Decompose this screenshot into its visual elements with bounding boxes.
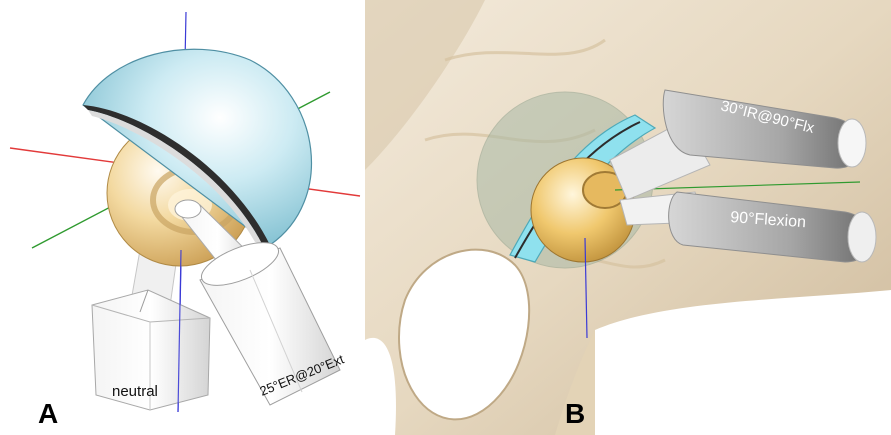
neck-trunnion bbox=[175, 200, 201, 218]
neutral-label: neutral bbox=[112, 383, 158, 400]
panel-a-letter: A bbox=[38, 398, 58, 430]
panel-a-figure: neutral 25°ER@20°Ext bbox=[0, 0, 365, 435]
panel-a: neutral 25°ER@20°Ext A bbox=[0, 0, 365, 435]
panel-b: 30°IR@90°Flx 90°Flexion B bbox=[365, 0, 891, 435]
ext-stem-block bbox=[196, 234, 340, 405]
panel-b-letter: B bbox=[565, 398, 585, 430]
panel-b-figure: 30°IR@90°Flx 90°Flexion bbox=[365, 0, 891, 435]
